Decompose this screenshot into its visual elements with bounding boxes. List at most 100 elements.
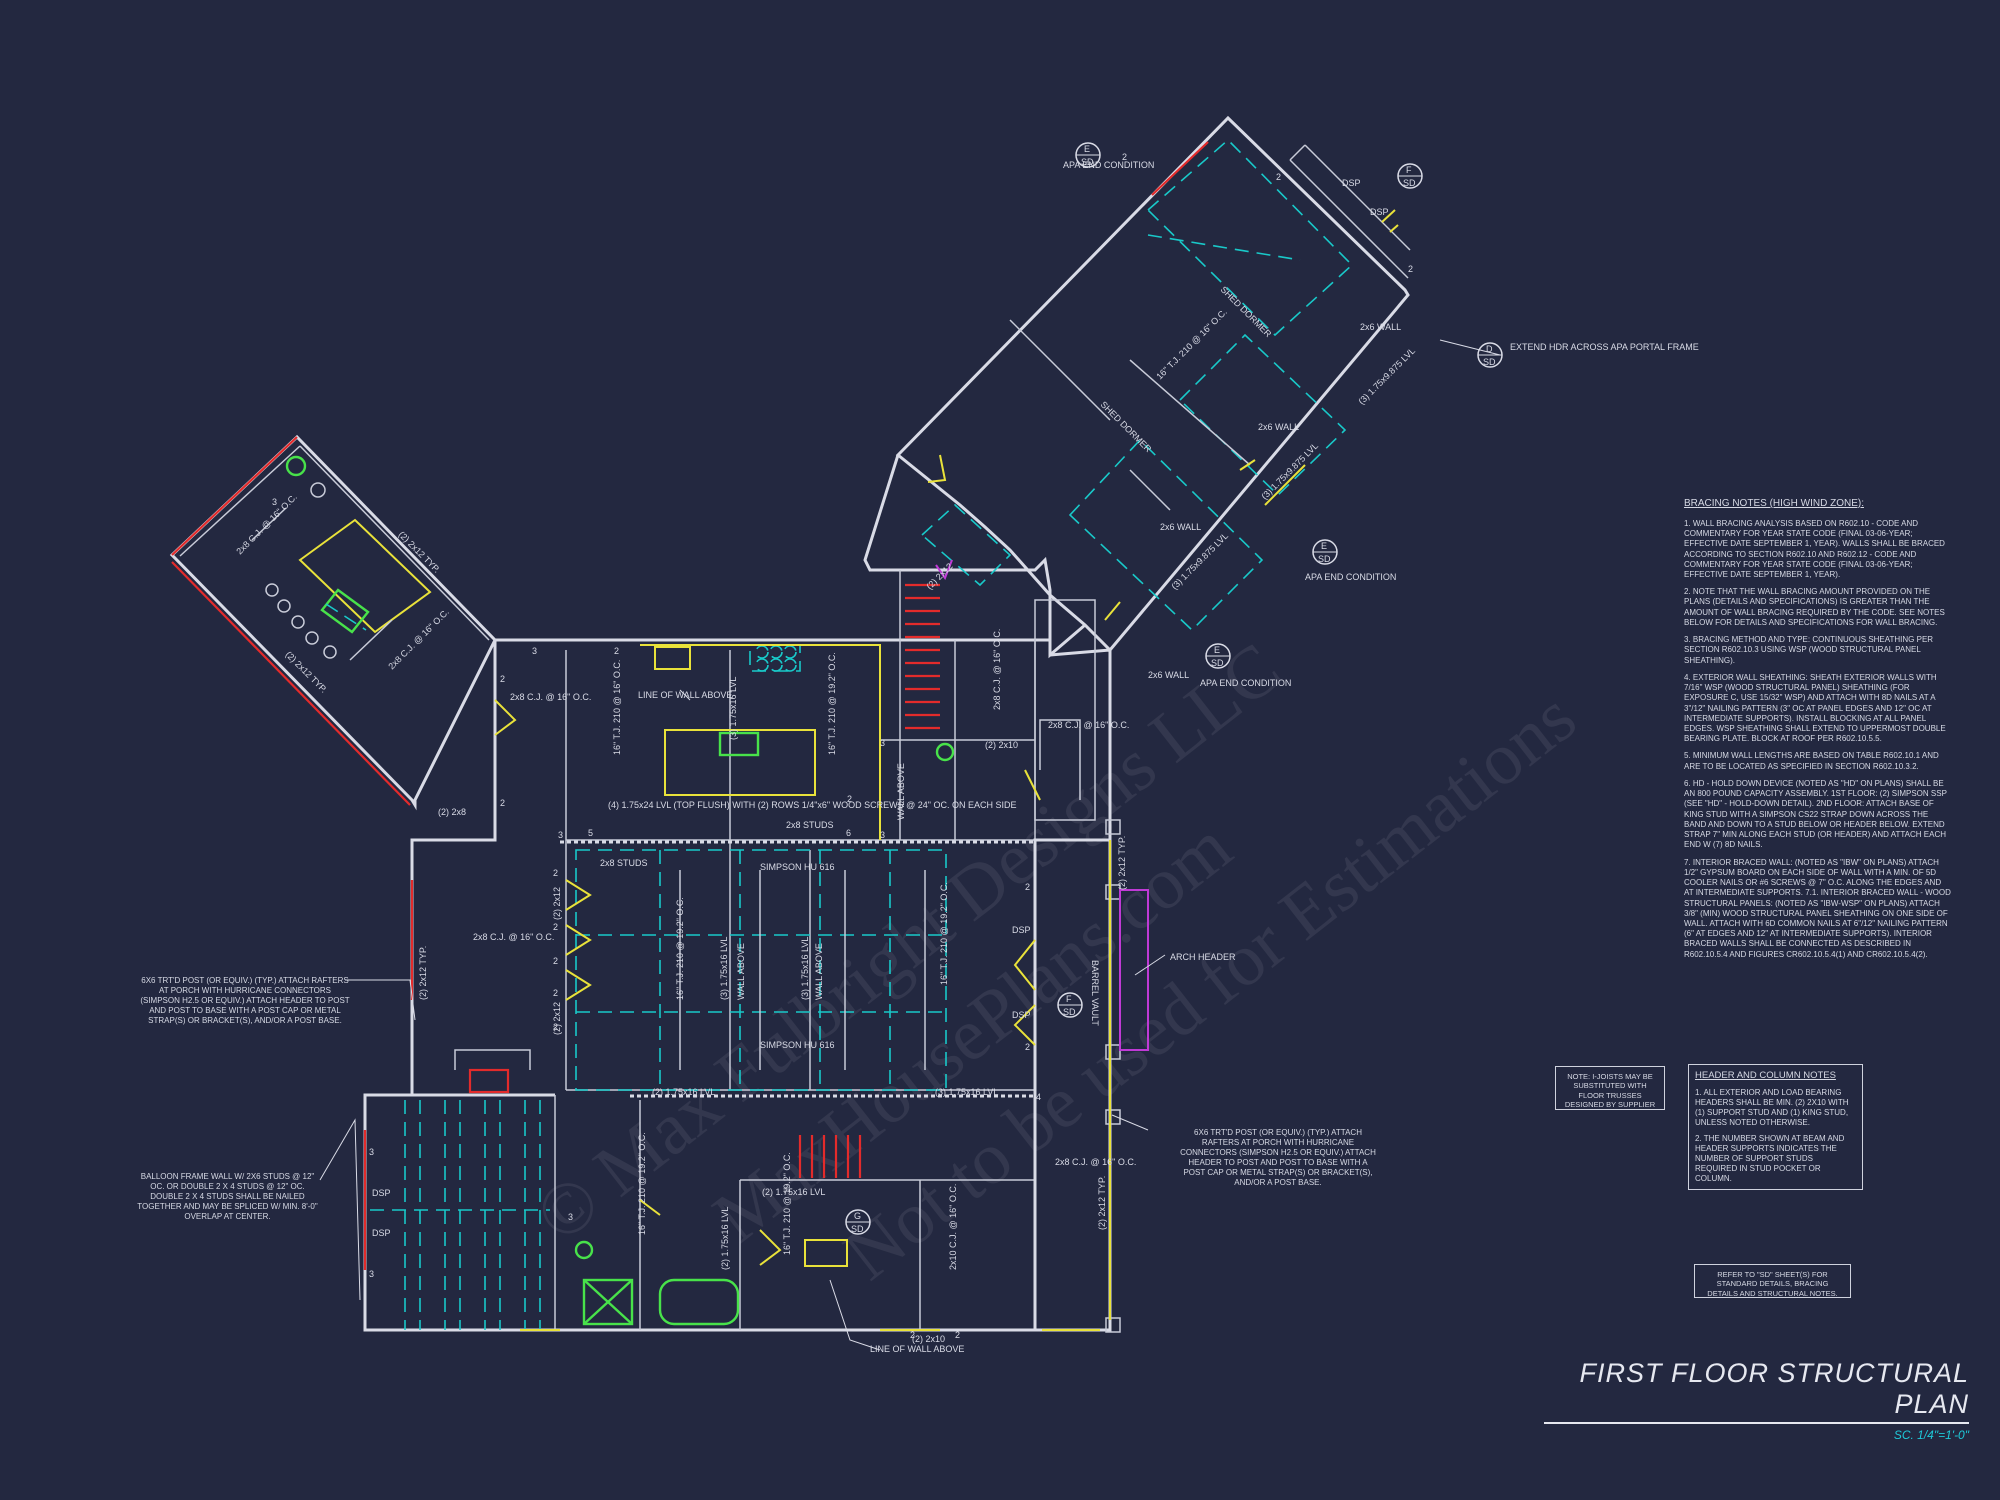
bracing-note-6: 6. HD - HOLD DOWN DEVICE (NOTED AS "HD" … — [1684, 778, 1947, 850]
svg-text:WALL ABOVE: WALL ABOVE — [896, 763, 906, 820]
svg-text:E: E — [1321, 541, 1327, 551]
svg-text:SIMPSON HU 616: SIMPSON HU 616 — [760, 862, 835, 872]
svg-text:2: 2 — [847, 794, 852, 804]
svg-text:16" T.J. 210 @ 19.2" O.C.: 16" T.J. 210 @ 19.2" O.C. — [939, 882, 949, 985]
svg-text:2x8 C.J. @ 16" O.C.: 2x8 C.J. @ 16" O.C. — [510, 692, 591, 702]
bracing-notes: BRACING NOTES (HIGH WIND ZONE): 1. WALL … — [1684, 498, 1952, 967]
svg-text:2: 2 — [1025, 882, 1030, 892]
svg-text:E: E — [1084, 144, 1090, 154]
callout-post-right: 6x6 TRT'D POST (OR EQUIV.) (TYP.) ATTACH… — [1180, 1128, 1376, 1187]
svg-text:2: 2 — [553, 922, 558, 932]
section-marker-g[interactable]: G SD — [845, 1209, 871, 1235]
svg-text:2x8 C.J. @ 16" O.C.: 2x8 C.J. @ 16" O.C. — [234, 492, 299, 557]
svg-text:3: 3 — [568, 1212, 573, 1222]
callout-post-left: 6x6 TRT'D POST (OR EQUIV.) (TYP.) ATTACH… — [140, 976, 350, 1025]
svg-text:(2) 2x12 TYP.: (2) 2x12 TYP. — [284, 649, 329, 694]
header-note-1: 1. ALL EXTERIOR AND LOAD BEARING HEADERS… — [1695, 1087, 1849, 1127]
svg-text:5: 5 — [588, 828, 593, 838]
svg-text:16" T.J. 210 @ 19.2" O.C.: 16" T.J. 210 @ 19.2" O.C. — [827, 652, 837, 755]
section-marker-e-3[interactable]: E SD — [1205, 643, 1231, 669]
svg-text:2x10 C.J. @ 16" O.C.: 2x10 C.J. @ 16" O.C. — [948, 1184, 958, 1270]
svg-text:16" T.J. 210 @ 19.2" O.C.: 16" T.J. 210 @ 19.2" O.C. — [675, 897, 685, 1000]
svg-text:(2) 2x12 TYP.: (2) 2x12 TYP. — [1097, 1176, 1107, 1230]
watermark-line-3: Not to be used for Estimations — [829, 676, 1590, 1296]
svg-text:(3) 1.75x9.875 LVL: (3) 1.75x9.875 LVL — [1259, 441, 1320, 502]
svg-text:2: 2 — [500, 798, 505, 808]
svg-text:2x6 WALL: 2x6 WALL — [1258, 422, 1299, 432]
section-marker-e-2[interactable]: E SD — [1312, 539, 1338, 565]
svg-text:2x6 WALL: 2x6 WALL — [1160, 522, 1201, 532]
svg-text:2x6 WALL: 2x6 WALL — [1360, 322, 1401, 332]
bracing-note-2: 2. NOTE THAT THE WALL BRACING AMOUNT PRO… — [1684, 587, 1945, 627]
section-marker-f-1[interactable]: F SD — [1397, 163, 1423, 189]
svg-text:SD: SD — [1211, 658, 1224, 668]
main-house — [363, 570, 1149, 1333]
svg-text:SD: SD — [1483, 357, 1496, 367]
svg-text:6: 6 — [846, 828, 851, 838]
svg-text:ARCH HEADER: ARCH HEADER — [1170, 952, 1236, 962]
svg-text:2: 2 — [614, 646, 619, 656]
stair-neck — [863, 454, 1086, 730]
svg-text:SD: SD — [1403, 178, 1416, 188]
svg-text:DSP: DSP — [372, 1228, 391, 1238]
bracing-note-5: 5. MINIMUM WALL LENGTHS ARE BASED ON TAB… — [1684, 751, 1939, 771]
section-marker-e-1[interactable]: E SD — [1075, 142, 1101, 168]
svg-text:(4) 1.75x24 LVL (TOP FLUSH) WI: (4) 1.75x24 LVL (TOP FLUSH) WITH (2) ROW… — [608, 800, 1016, 810]
svg-text:2: 2 — [955, 1330, 960, 1340]
svg-text:3: 3 — [558, 830, 563, 840]
svg-text:SD: SD — [1318, 554, 1331, 564]
title-block: FIRST FLOOR STRUCTURAL PLAN SC. 1/4"=1'-… — [1544, 1358, 1969, 1442]
svg-text:(2) 1.75x16 LVL: (2) 1.75x16 LVL — [720, 1207, 730, 1270]
svg-text:2: 2 — [553, 868, 558, 878]
svg-text:(3) 1.75x9.875 LVL: (3) 1.75x9.875 LVL — [1356, 346, 1417, 407]
header-notes-heading: HEADER AND COLUMN NOTES — [1695, 1070, 1836, 1081]
svg-text:3: 3 — [532, 646, 537, 656]
svg-text:SHED DORMER: SHED DORMER — [1219, 284, 1274, 339]
svg-text:(2) 2x12: (2) 2x12 — [552, 887, 562, 920]
svg-text:DSP: DSP — [372, 1188, 391, 1198]
svg-text:2x8 C.J. @ 16" O.C.: 2x8 C.J. @ 16" O.C. — [1055, 1157, 1136, 1167]
svg-text:2: 2 — [1025, 1042, 1030, 1052]
svg-text:3: 3 — [880, 830, 885, 840]
svg-text:(2) 2x12: (2) 2x12 — [924, 561, 954, 591]
svg-text:DSP: DSP — [1342, 178, 1361, 188]
bracing-note-7: 7. INTERIOR BRACED WALL: (NOTED AS "IBW"… — [1684, 857, 1951, 959]
svg-text:WALL ABOVE: WALL ABOVE — [736, 943, 746, 1000]
refer-note: REFER TO "SD" SHEET(S) FOR STANDARD DETA… — [1694, 1264, 1851, 1298]
header-note-2: 2. THE NUMBER SHOWN AT BEAM AND HEADER S… — [1695, 1133, 1845, 1183]
svg-text:2x8 C.J. @ 16" O.C.: 2x8 C.J. @ 16" O.C. — [992, 629, 1002, 710]
svg-text:(3) 1.75x16 LVL: (3) 1.75x16 LVL — [728, 677, 738, 740]
svg-text:2: 2 — [1276, 172, 1281, 182]
callout-balloon-frame: BALLOON FRAME WALL w/ 2x6 STUDS @ 12" OC… — [137, 1172, 318, 1221]
svg-text:SIMPSON HU 616: SIMPSON HU 616 — [760, 1040, 835, 1050]
svg-text:2: 2 — [553, 988, 558, 998]
svg-text:(3) 1.75x16 LVL: (3) 1.75x16 LVL — [800, 937, 810, 1000]
section-marker-f-2[interactable]: F SD — [1057, 992, 1083, 1018]
svg-text:APA END CONDITION: APA END CONDITION — [1305, 572, 1396, 582]
svg-text:2: 2 — [1122, 152, 1127, 162]
svg-text:4: 4 — [1036, 1092, 1041, 1102]
svg-text:2: 2 — [910, 1330, 915, 1340]
header-column-notes: HEADER AND COLUMN NOTES 1. ALL EXTERIOR … — [1688, 1064, 1863, 1190]
svg-text:E: E — [1214, 645, 1220, 655]
svg-text:APA END CONDITION: APA END CONDITION — [1200, 678, 1291, 688]
svg-text:(2) 2x10: (2) 2x10 — [985, 740, 1018, 750]
svg-text:G: G — [854, 1211, 861, 1221]
svg-text:16" T.J. 210 @ 16" O.C.: 16" T.J. 210 @ 16" O.C. — [1154, 307, 1229, 382]
svg-text:2x6 WALL: 2x6 WALL — [1148, 670, 1189, 680]
svg-text:(3) 1.75x16 LVL: (3) 1.75x16 LVL — [935, 1087, 998, 1097]
plan-title: FIRST FLOOR STRUCTURAL PLAN — [1544, 1358, 1969, 1424]
svg-text:LINE OF WALL ABOVE: LINE OF WALL ABOVE — [638, 690, 732, 700]
svg-text:16" T.J. 210 @ 19.2" O.C.: 16" T.J. 210 @ 19.2" O.C. — [782, 1152, 792, 1255]
svg-text:2x8 STUDS: 2x8 STUDS — [786, 820, 834, 830]
svg-text:(2) 1.75x16 LVL: (2) 1.75x16 LVL — [762, 1187, 825, 1197]
svg-text:2: 2 — [553, 956, 558, 966]
svg-text:(3) 1.75x9.875 LVL: (3) 1.75x9.875 LVL — [1169, 531, 1230, 592]
svg-text:(2) 2x12: (2) 2x12 — [552, 1002, 562, 1035]
svg-text:2: 2 — [500, 674, 505, 684]
svg-text:2x8 C.J. @ 16" O.C.: 2x8 C.J. @ 16" O.C. — [1048, 720, 1129, 730]
bracing-note-3: 3. BRACING METHOD AND TYPE: CONTINUOUS S… — [1684, 635, 1934, 665]
svg-text:WALL ABOVE: WALL ABOVE — [814, 943, 824, 1000]
svg-text:DSP: DSP — [1012, 925, 1031, 935]
